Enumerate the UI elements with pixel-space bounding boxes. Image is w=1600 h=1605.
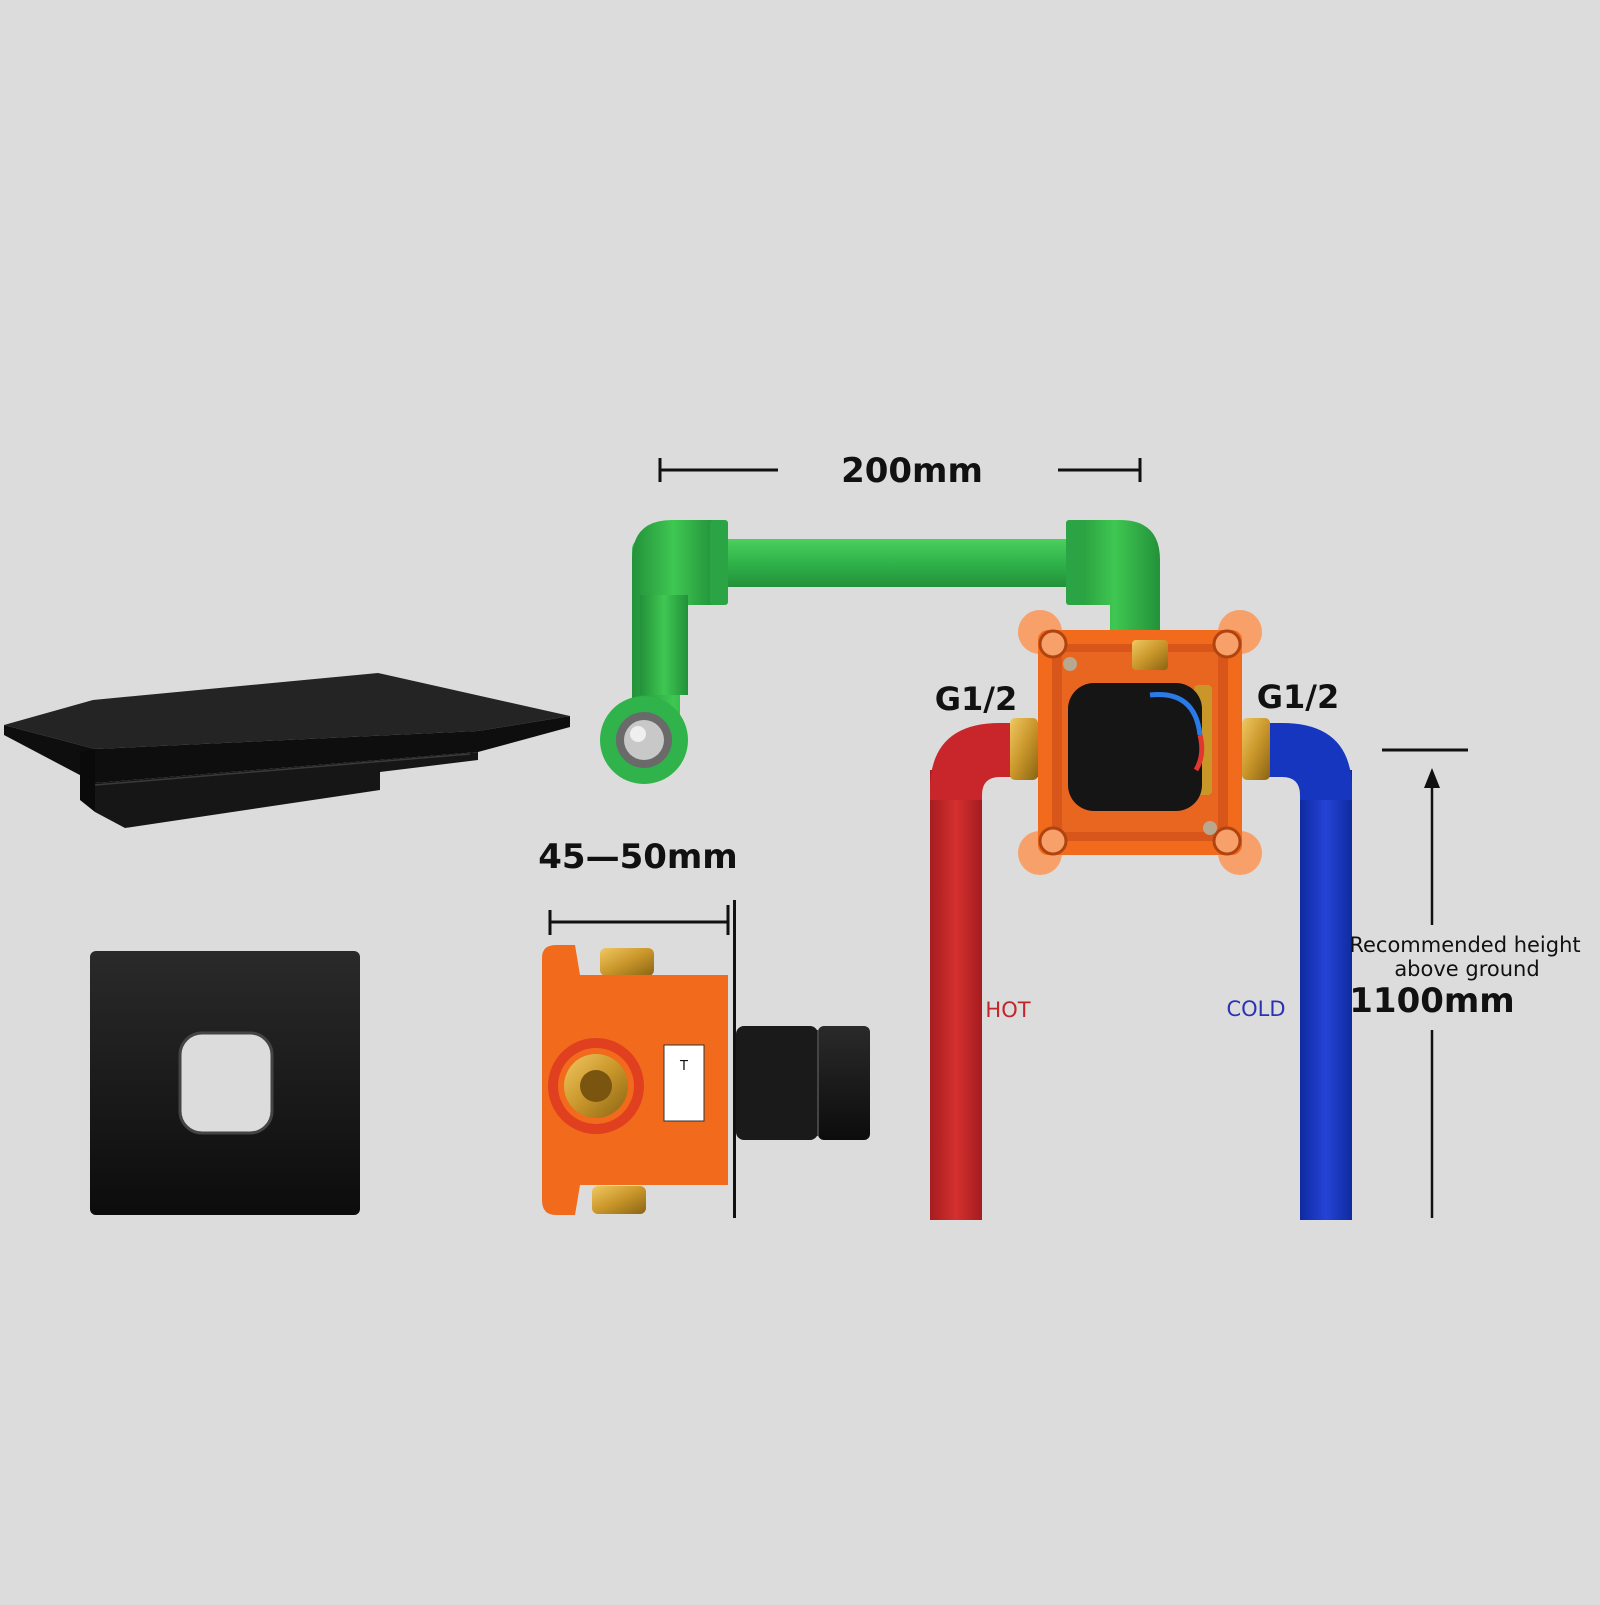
valve-body-side-icon: T (542, 900, 870, 1218)
svg-text:T: T (679, 1059, 688, 1074)
hot-label: HOT (985, 998, 1030, 1022)
height-value-label: 1100mm (1349, 981, 1514, 1021)
depth-label: 45—50mm (538, 837, 737, 877)
pipe-span-dimension: 200mm (658, 451, 1142, 491)
waterfall-spout-icon (4, 673, 570, 828)
height-dimension: Recommended height above ground 1100mm (1349, 748, 1581, 1218)
cold-pipe (1242, 718, 1352, 1220)
outlet-pipe (600, 520, 1160, 784)
square-cover-plate-icon (90, 951, 360, 1215)
height-note-line2: above ground (1394, 957, 1539, 981)
pipe-span-label: 200mm (841, 451, 983, 491)
cold-label: COLD (1226, 997, 1285, 1021)
inlet-right-label: G1/2 (1257, 678, 1339, 716)
height-note-line1: Recommended height (1349, 933, 1580, 957)
valve-body-front-icon (1018, 610, 1262, 875)
depth-dimension: 45—50mm (538, 837, 738, 935)
hot-pipe (930, 718, 1040, 1220)
inlet-left-label: G1/2 (935, 680, 1017, 718)
